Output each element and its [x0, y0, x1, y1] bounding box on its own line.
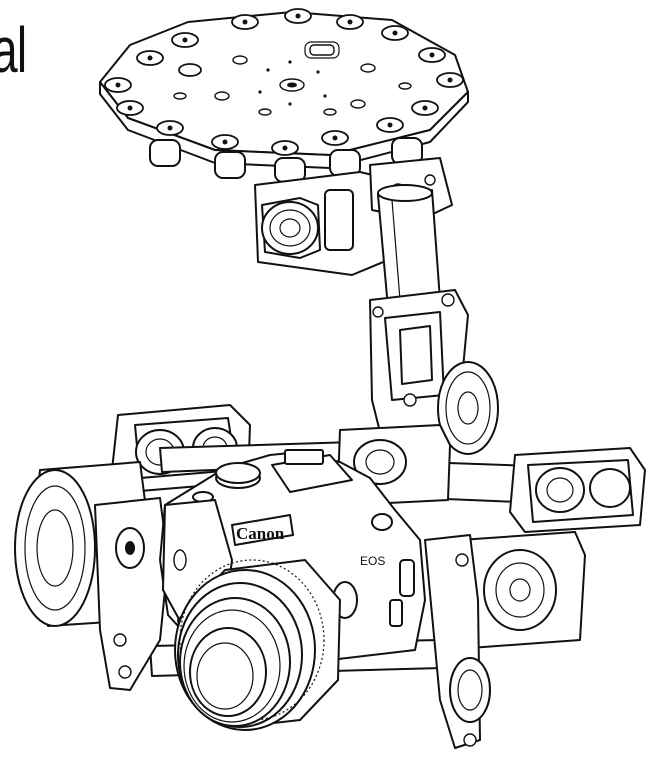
right-motor-block: [454, 447, 646, 649]
top-mount-plate: [99, 8, 469, 183]
page-title-fragment: al: [0, 14, 27, 86]
vertical-tube: [377, 184, 441, 309]
camera-lens: [174, 559, 341, 731]
camera-brand-label: Canon: [236, 524, 285, 543]
roll-arm-assembly: [369, 289, 499, 455]
right-vertical-arm: [424, 534, 491, 749]
camera-model-label: EOS: [360, 554, 385, 568]
left-pitch-motor: [14, 461, 169, 691]
